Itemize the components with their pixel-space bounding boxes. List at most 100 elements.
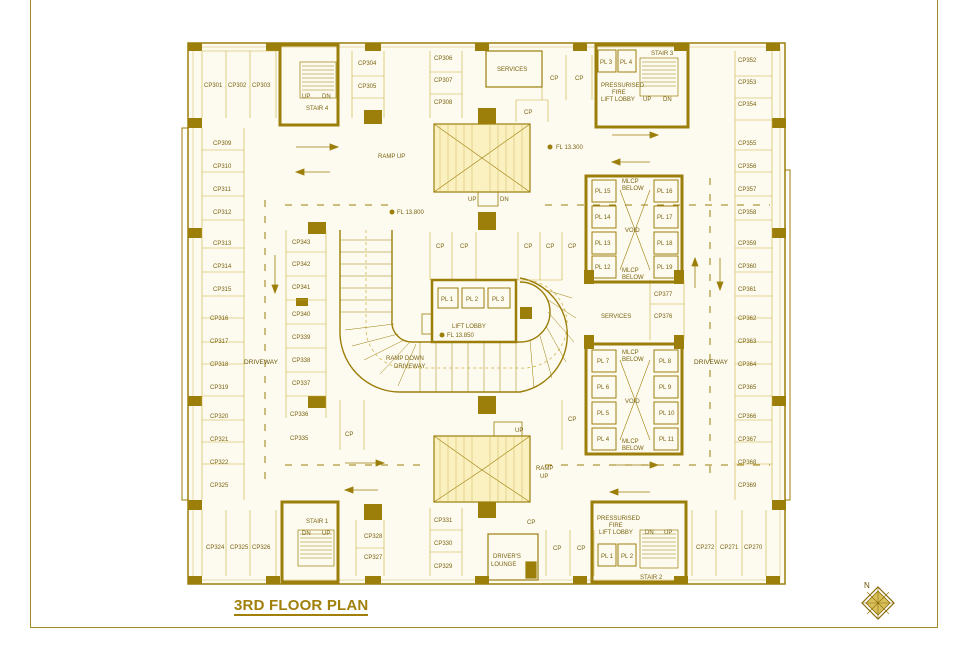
- pl2-bottom: PL 2: [621, 554, 634, 560]
- void-lower: VOID: [625, 399, 640, 405]
- pl1-bottom: PL 1: [601, 554, 614, 560]
- pl18: PL 18: [657, 241, 673, 247]
- drivers-lounge-2: LOUNGE: [491, 562, 516, 568]
- pl9: PL 9: [659, 385, 672, 391]
- cp352: CP352: [738, 58, 757, 64]
- cp377: CP377: [654, 292, 673, 298]
- cp362: CP362: [738, 316, 757, 322]
- cp343: CP343: [292, 240, 311, 246]
- void-upper: VOID: [625, 228, 640, 234]
- cp317: CP317: [210, 339, 229, 345]
- cp318: CP318: [210, 362, 229, 368]
- pl12: PL 12: [595, 265, 611, 271]
- cp270: CP270: [744, 545, 763, 551]
- cp337: CP337: [292, 381, 311, 387]
- stair2-dn: DN: [645, 530, 654, 536]
- pl2-core: PL 2: [466, 297, 479, 303]
- cp360: CP360: [738, 264, 757, 270]
- cp-bot-a: CP: [527, 520, 535, 526]
- cp302: CP302: [228, 83, 247, 89]
- cp330: CP330: [434, 541, 453, 547]
- cp324: CP324: [206, 545, 225, 551]
- cp353: CP353: [738, 80, 757, 86]
- cp329: CP329: [434, 564, 453, 570]
- cp272: CP272: [696, 545, 715, 551]
- cp313: CP313: [213, 241, 232, 247]
- cp355: CP355: [738, 141, 757, 147]
- cp322: CP322: [210, 460, 229, 466]
- fl-13800: FL 13.800: [397, 210, 424, 216]
- cp310: CP310: [213, 164, 232, 170]
- cp271: CP271: [720, 545, 739, 551]
- mlcp-lower-4: BELOW: [622, 446, 644, 452]
- pl16: PL 16: [657, 189, 673, 195]
- cp303: CP303: [252, 83, 271, 89]
- ramp-top-up: UP: [468, 197, 476, 203]
- cp-bot-b: CP: [553, 546, 561, 552]
- stair2-label: STAIR 2: [640, 575, 663, 581]
- cp354: CP354: [738, 102, 757, 108]
- mlcp-lower-3: MLCP: [622, 439, 639, 445]
- pl19: PL 19: [657, 265, 673, 271]
- mlcp-upper-4: BELOW: [622, 275, 644, 281]
- cp-core-b: CP: [460, 244, 468, 250]
- stair3-up: UP: [643, 97, 651, 103]
- cp335: CP335: [290, 436, 309, 442]
- cp316: CP316: [210, 316, 229, 322]
- pressurised-bot-1: PRESSURISED: [597, 516, 641, 522]
- cp341: CP341: [292, 285, 311, 291]
- stair4-up: UP: [302, 94, 310, 100]
- fl-13850: FL 13.850: [447, 333, 474, 339]
- cp-core-c: CP: [524, 244, 532, 250]
- pl13: PL 13: [595, 241, 611, 247]
- cp342: CP342: [292, 262, 311, 268]
- cp369: CP369: [738, 483, 757, 489]
- services-mid: SERVICES: [601, 314, 631, 320]
- mlcp-upper-3: MLCP: [622, 268, 639, 274]
- compass-north-label: N: [864, 581, 870, 590]
- cp336: CP336: [290, 412, 309, 418]
- pl11: PL 11: [659, 437, 675, 443]
- cp-core-e: CP: [568, 244, 576, 250]
- cp314: CP314: [213, 264, 232, 270]
- fl-13300: FL 13.300: [556, 145, 583, 151]
- stair3-label: STAIR 3: [651, 51, 674, 57]
- cp-top-a: CP: [550, 76, 558, 82]
- columns: [188, 43, 786, 584]
- cp327: CP327: [364, 555, 383, 561]
- pl7: PL 7: [597, 359, 610, 365]
- pl6: PL 6: [597, 385, 610, 391]
- cp-core-d: CP: [546, 244, 554, 250]
- cp319: CP319: [210, 385, 229, 391]
- ramp-down-curve: [339, 230, 577, 393]
- ramp-top: [433, 123, 531, 207]
- mlcp-upper-1: MLCP: [622, 179, 639, 185]
- drivers-lounge-1: DRIVER'S: [493, 554, 521, 560]
- mlcp-lower-2: BELOW: [622, 357, 644, 363]
- cp356: CP356: [738, 164, 757, 170]
- cp368: CP368: [738, 460, 757, 466]
- cp328: CP328: [364, 534, 383, 540]
- cp-top-c: CP: [524, 110, 532, 116]
- cp-top-b: CP: [575, 76, 583, 82]
- mlcp-lower-1: MLCP: [622, 350, 639, 356]
- pl8: PL 8: [659, 359, 672, 365]
- cp358: CP358: [738, 210, 757, 216]
- pl4-lower: PL 4: [597, 437, 610, 443]
- compass-rose-icon: [861, 586, 895, 620]
- cp301: CP301: [204, 83, 223, 89]
- ramp-up-top: RAMP UP: [378, 154, 405, 160]
- ramp-top-dn: DN: [500, 197, 509, 203]
- cp311: CP311: [213, 187, 232, 193]
- ramp-bottom-up: UP: [515, 428, 523, 434]
- pl17: PL 17: [657, 215, 673, 221]
- driveway-left: DRIVEWAY: [244, 359, 279, 366]
- cp-mid-left: CP: [345, 432, 353, 438]
- cp364: CP364: [738, 362, 757, 368]
- pl3-top: PL 3: [600, 60, 613, 66]
- cp304: CP304: [358, 61, 377, 67]
- pl10: PL 10: [659, 411, 675, 417]
- cp312: CP312: [213, 210, 232, 216]
- cp366: CP366: [738, 414, 757, 420]
- pressurised-top-3: LIFT LOBBY: [601, 97, 635, 103]
